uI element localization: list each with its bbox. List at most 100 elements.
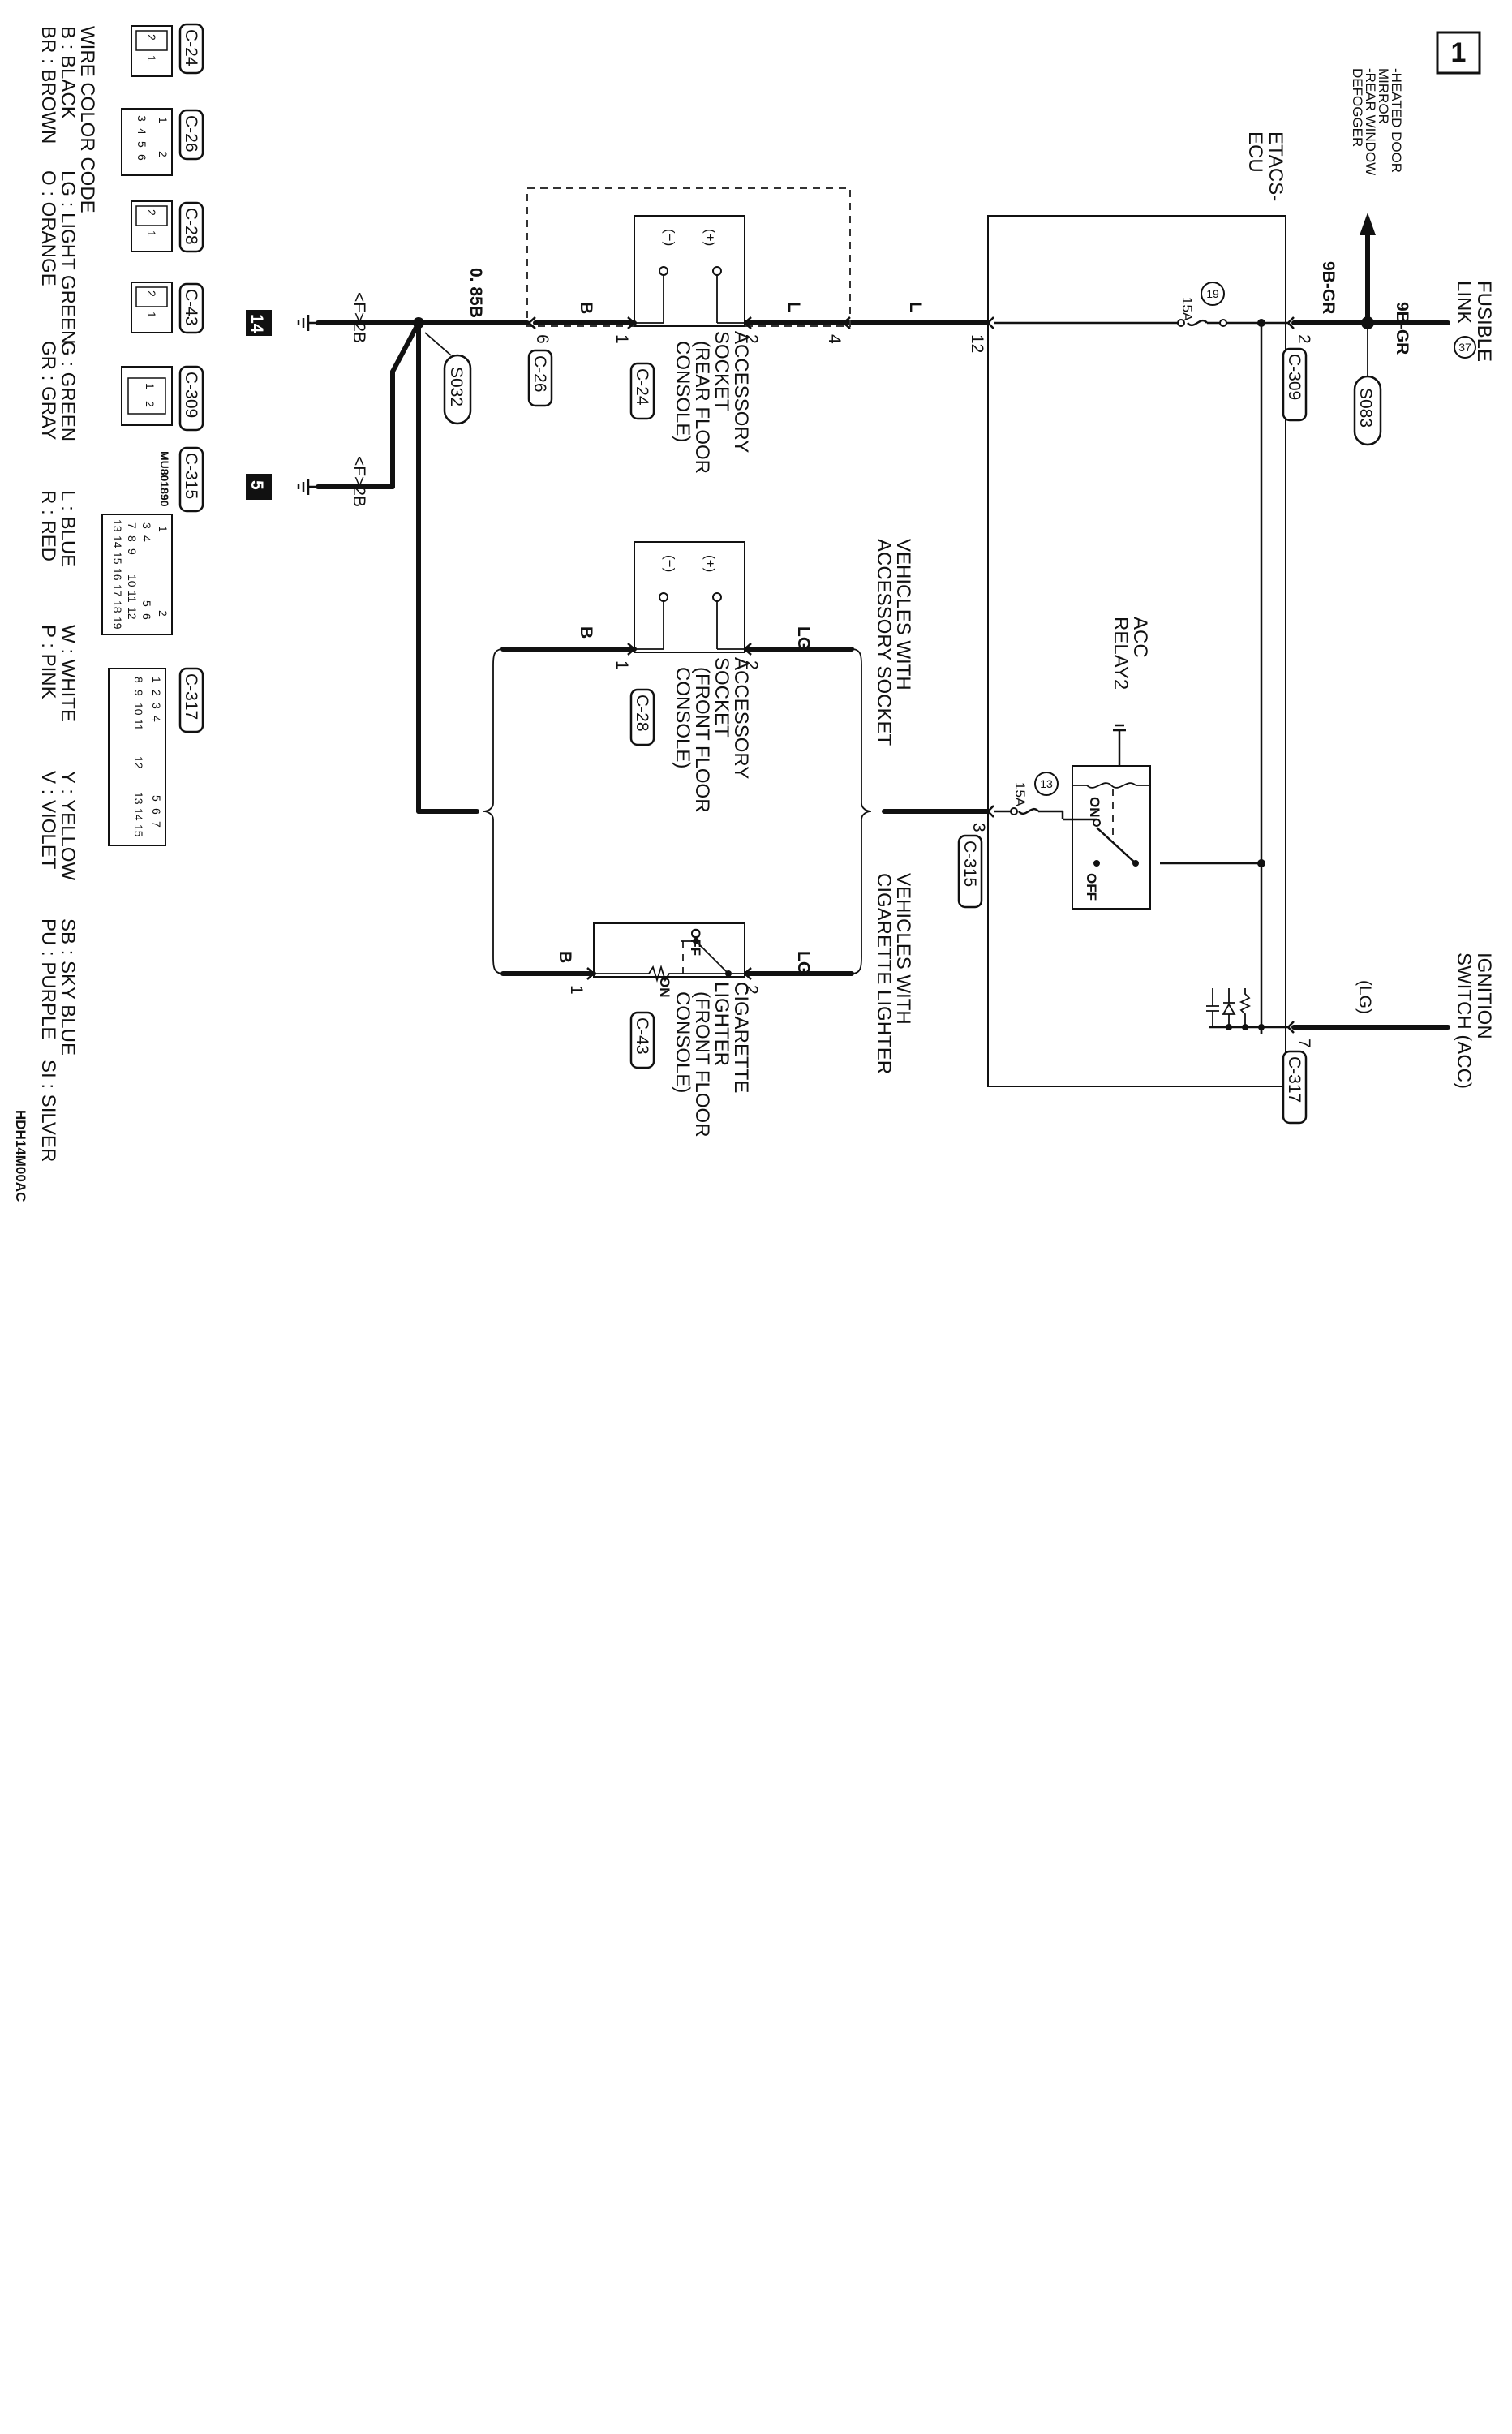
rear-socket-neg: (−) — [662, 229, 677, 246]
svg-text:C-315: C-315 — [960, 841, 979, 887]
svg-text:2: 2 — [145, 34, 158, 41]
cig-lighter-box — [593, 922, 745, 978]
wire-color-w: W : WHITE — [57, 625, 79, 722]
ground-14-badge — [246, 310, 272, 336]
svg-text:12: 12 — [126, 607, 139, 620]
wire-color-lg: LG : LIGHT GREEN — [57, 170, 79, 344]
etacs-ecu-box — [987, 215, 1286, 1087]
c26-dashed-zone — [526, 187, 851, 327]
legend-face-c315: 1 2 3 4 5 6 7 8 9 10 11 12 13 14 15 16 1… — [101, 514, 173, 635]
pin-rear-pos: 2 — [742, 334, 761, 344]
wire-color-br: BR : BROWN — [37, 26, 59, 144]
wire-label-lg-front: LG — [794, 626, 813, 650]
connector-tag-c24: C-24 — [629, 362, 655, 420]
wire-to-ground-5 — [390, 320, 421, 374]
svg-text:C-28: C-28 — [182, 208, 200, 245]
svg-text:6: 6 — [150, 808, 163, 815]
cig-name-2: LIGHTER — [711, 982, 732, 1066]
legend-face-c26: 1 2 3 4 5 6 — [121, 108, 173, 176]
pin-c315: 3 — [969, 823, 988, 832]
front-socket-name-3: (FRONT FLOOR — [691, 667, 713, 813]
svg-text:C-315: C-315 — [182, 453, 200, 499]
front-socket-name-2: SOCKET — [711, 657, 732, 738]
variant-lighter-1: VEHICLES WITH — [892, 873, 914, 1025]
legend-tag-c43: C-43 — [178, 282, 204, 334]
variant-brace-top — [851, 648, 872, 974]
rear-socket-name-1: ACCESSORY — [730, 331, 752, 453]
connector-tag-c315-main: C-315 — [957, 834, 983, 909]
svg-text:C-317: C-317 — [1285, 1056, 1304, 1103]
svg-text:15: 15 — [111, 552, 124, 565]
svg-text:3: 3 — [140, 522, 153, 529]
svg-text:3: 3 — [150, 703, 163, 709]
wire-label-b-front: B — [577, 626, 595, 639]
variant-socket-2: ACCESSORY SOCKET — [873, 539, 895, 746]
fuse-13-rating: 15A — [1012, 782, 1028, 807]
svg-text:7: 7 — [150, 821, 163, 828]
acc-relay2-label-2: RELAY2 — [1110, 617, 1132, 690]
svg-text:13: 13 — [132, 792, 145, 805]
svg-text:C-317: C-317 — [182, 673, 200, 720]
cig-off-label: OFF — [688, 928, 703, 956]
legend-tag-c309: C-309 — [178, 365, 204, 432]
wire-label-lg-ignition: (LG) — [1355, 980, 1374, 1014]
front-socket-name-4: CONSOLE) — [672, 667, 694, 768]
svg-text:6: 6 — [140, 613, 153, 620]
pin-front-neg: 1 — [612, 660, 631, 670]
feeds-note-2: MIRROR — [1376, 68, 1391, 124]
svg-text:8: 8 — [132, 677, 145, 683]
svg-text:1: 1 — [150, 677, 163, 683]
rear-socket-term-neg — [659, 266, 668, 276]
fuse-19-rating: 15A — [1179, 297, 1195, 322]
svg-text:C-43: C-43 — [182, 289, 200, 326]
acc-relay2-label-1: ACC — [1129, 617, 1151, 658]
ignition-label-1: IGNITION — [1473, 953, 1495, 1039]
svg-text:9: 9 — [132, 690, 145, 696]
ground-14-label: <F>2B — [350, 292, 368, 343]
connector-tag-c43: C-43 — [629, 1011, 655, 1069]
svg-text:C-309: C-309 — [182, 372, 200, 418]
svg-text:C-26: C-26 — [182, 115, 200, 153]
relay-contact-off — [1093, 860, 1100, 867]
fuse-19-number: 19 — [1206, 287, 1219, 300]
cig-name-1: CIGARETTE — [730, 982, 752, 1093]
ground-5-label: <F>2B — [350, 456, 368, 507]
wire-color-v: V : VIOLET — [37, 771, 59, 870]
svg-text:19: 19 — [111, 617, 124, 630]
relay-feed-node — [1257, 859, 1265, 867]
cig-on-label: ON — [657, 977, 672, 998]
cig-name-3: (FRONT FLOOR — [691, 991, 713, 1137]
fuse-13-number-circle — [1034, 772, 1059, 796]
svg-text:3: 3 — [135, 115, 148, 122]
svg-text:S083: S083 — [1356, 388, 1375, 428]
legend-tag-c315: C-315 — [178, 446, 204, 513]
svg-text:13: 13 — [111, 519, 124, 532]
svg-text:11: 11 — [126, 591, 139, 603]
pin-etacs-12: 12 — [968, 334, 986, 353]
svg-text:1: 1 — [157, 117, 170, 123]
bus-node-1 — [1257, 319, 1265, 327]
pin-c309: 2 — [1295, 334, 1313, 344]
fusible-link-number-circle — [1454, 336, 1476, 359]
wire-color-p: P : PINK — [37, 625, 59, 699]
svg-text:4: 4 — [135, 128, 148, 135]
svg-text:4: 4 — [150, 716, 163, 722]
wire-color-o: O : ORANGE — [37, 170, 59, 286]
svg-text:12: 12 — [132, 756, 145, 769]
svg-text:9: 9 — [126, 548, 139, 555]
wire-label-b-cig: B — [556, 951, 574, 963]
ground-5-id: 5 — [247, 480, 266, 490]
s032-leader — [424, 332, 452, 356]
ignition-diode-symbol — [1222, 988, 1236, 1027]
pin-front-pos: 2 — [742, 660, 761, 670]
front-socket-neg: (−) — [662, 555, 677, 572]
svg-text:6: 6 — [135, 154, 148, 161]
legend-face-c28: 2 1 — [131, 200, 173, 252]
wire-color-g: G : GREEN — [57, 341, 79, 441]
feeds-note-1: -HEATED DOOR — [1389, 68, 1404, 173]
svg-text:17: 17 — [111, 584, 124, 597]
wire-color-gr: GR : GRAY — [37, 341, 59, 440]
legend-tag-c26: C-26 — [178, 109, 204, 161]
relay-on-label: ON — [1087, 797, 1102, 818]
